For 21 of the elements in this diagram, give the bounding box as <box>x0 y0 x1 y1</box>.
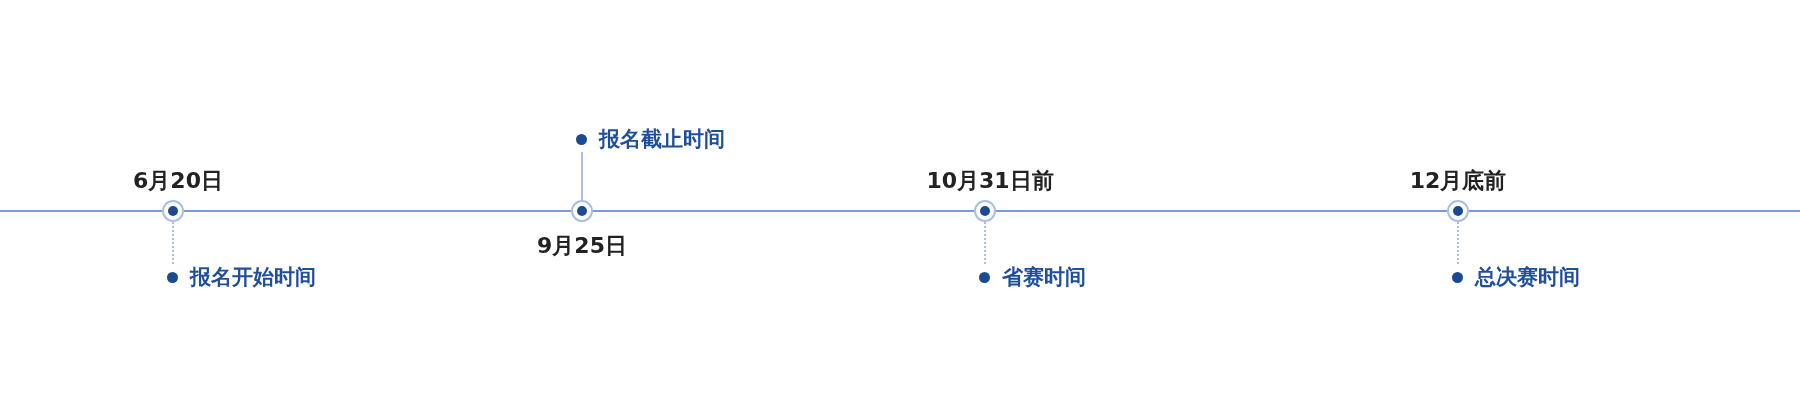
date-label: 10月31日前 <box>926 168 1054 194</box>
timeline-line <box>183 210 572 212</box>
event-label: 总决赛时间 <box>1475 264 1580 290</box>
connector-line <box>172 221 174 265</box>
milestone-marker <box>571 200 593 222</box>
date-label: 12月底前 <box>1409 168 1507 194</box>
timeline-line <box>995 210 1448 212</box>
milestone-marker <box>1447 200 1469 222</box>
milestone-marker <box>162 200 184 222</box>
connector-line <box>581 151 583 201</box>
timeline-line <box>0 210 163 212</box>
milestone-marker <box>974 200 996 222</box>
event-label: 省赛时间 <box>1002 264 1086 290</box>
date-label: 6月20日 <box>133 168 223 194</box>
event-label: 报名开始时间 <box>190 264 316 290</box>
connector-line <box>984 221 986 265</box>
event-label: 报名截止时间 <box>599 126 725 152</box>
timeline-line <box>592 210 975 212</box>
date-label: 9月25日 <box>537 233 627 259</box>
connector-line <box>1457 221 1459 265</box>
timeline-line <box>1468 210 1800 212</box>
